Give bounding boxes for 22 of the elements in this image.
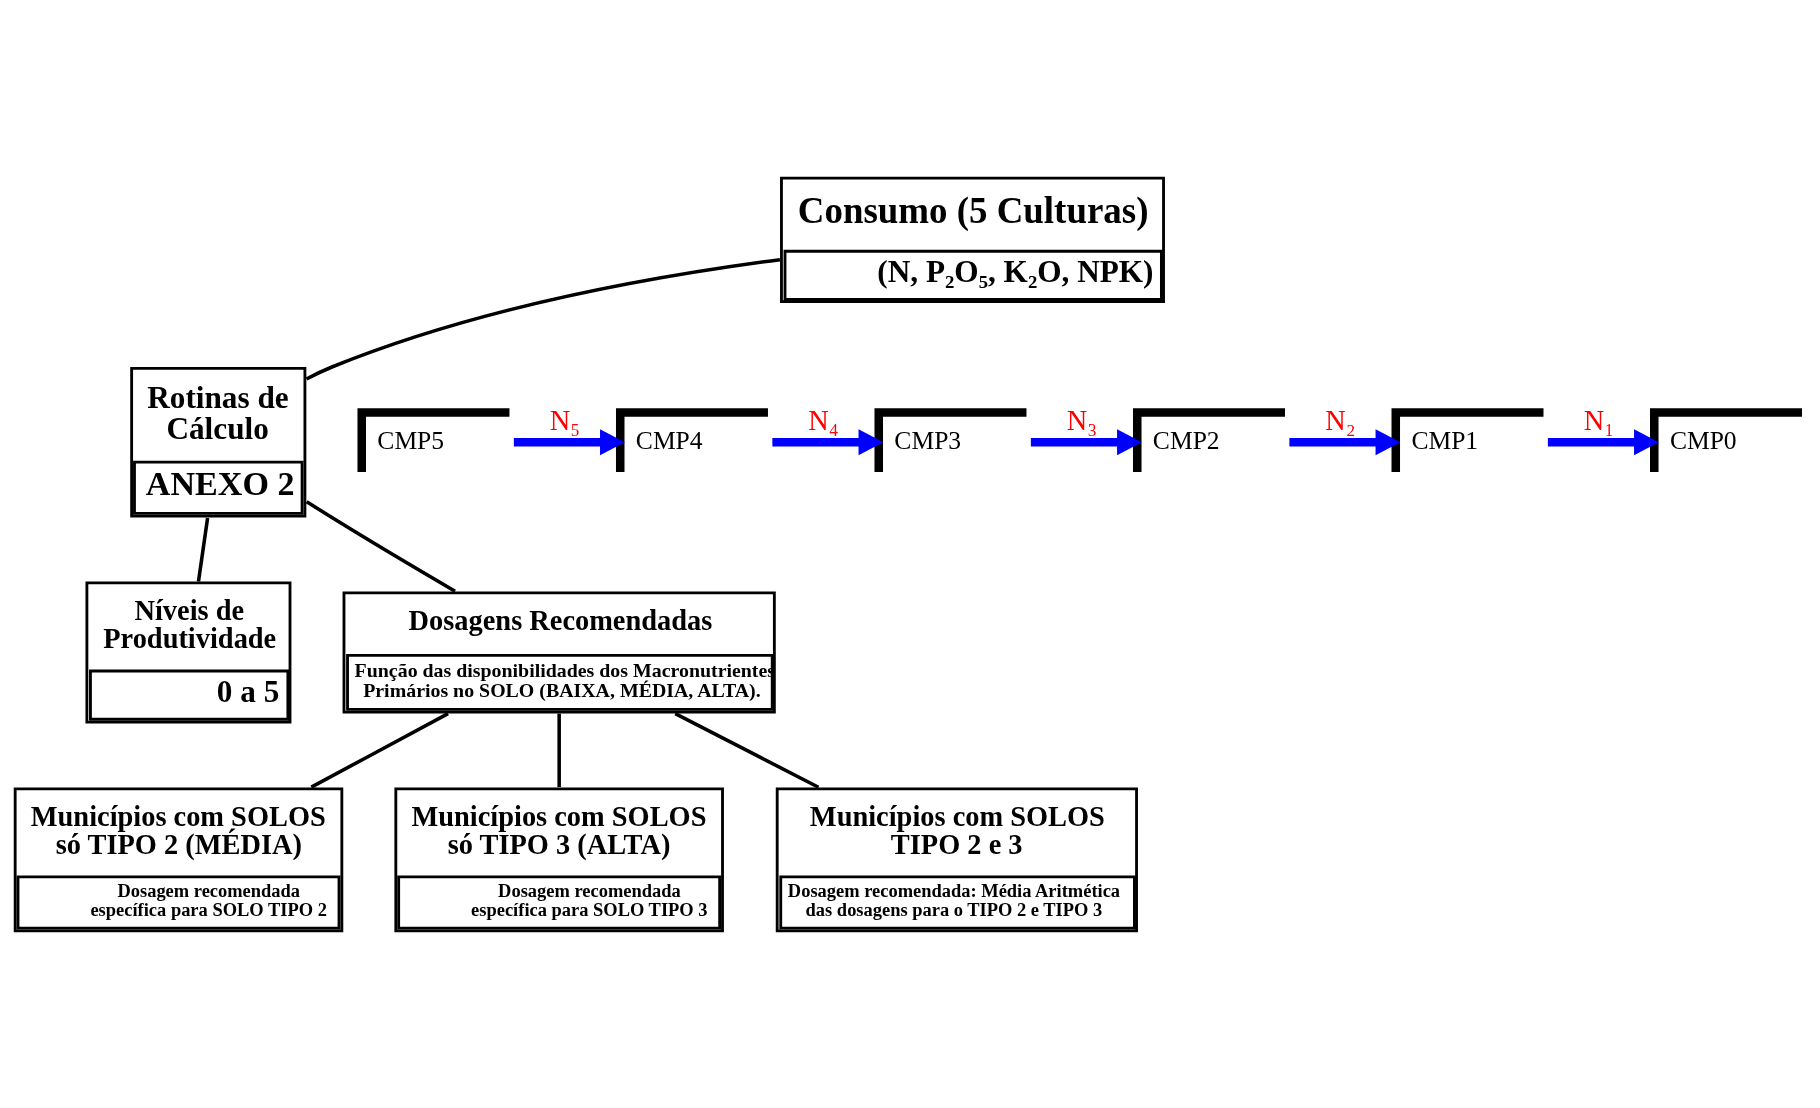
arrow (513, 428, 625, 455)
node-text: CMP3 (894, 425, 962, 455)
node-text: CMP2 (1152, 425, 1220, 455)
node-text: CMP0 (1669, 425, 1737, 455)
node-text: CMP4 (635, 425, 703, 455)
edge-label: N₅ (549, 404, 581, 436)
connector (310, 711, 449, 789)
connector (305, 499, 456, 593)
edge-label: N₃ (1066, 404, 1098, 436)
connector (305, 257, 781, 381)
arrow (772, 428, 884, 455)
edge-label: N₄ (808, 404, 839, 436)
connector (196, 517, 210, 582)
arrow (1547, 428, 1659, 455)
node-text: CMP1 (1411, 425, 1479, 455)
connector (674, 711, 820, 789)
edge-label: N₂ (1325, 404, 1356, 436)
arrow (1289, 428, 1401, 455)
arrow (1030, 428, 1142, 455)
node-text: CMP5 (377, 425, 445, 455)
edge-label: N₁ (1583, 404, 1615, 436)
connector (557, 713, 561, 787)
